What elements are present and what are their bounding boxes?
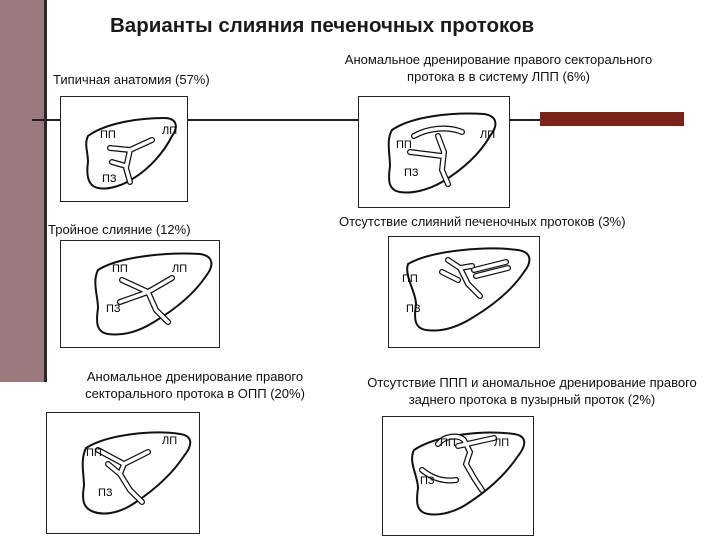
liver-diagram-typical: ПП ЛП ПЗ [60,96,188,202]
sidebar-decoration [0,0,44,382]
liver-diagram-no-confluence: ПП ПЗ [388,236,540,348]
label-lp: ЛП [162,125,177,137]
label-pp: ПП [112,263,128,275]
caption-anomalous-drainage-lhd: Аномальное дренирование правого секторал… [326,51,671,85]
label-pz: ПЗ [98,487,113,499]
label-pp: ПП [86,447,102,459]
slide-title: Варианты слияния печеночных протоков [110,14,534,38]
label-lp: ЛП [480,129,495,141]
label-lp: ЛП [172,263,187,275]
label-pp: ПП [440,437,456,449]
caption-typical-anatomy: Типичная анатомия (57%) [53,71,210,88]
label-lp: ЛП [162,435,177,447]
label-pz: ПЗ [420,475,435,487]
caption-no-confluence: Отсутствие слияний печеночных протоков (… [339,213,626,230]
label-pp: ПП [100,129,116,141]
liver-diagram-lhd-drainage: ПП ЛП ПЗ [358,96,510,208]
accent-bar [540,112,684,126]
liver-diagram-chd-drainage: ПП ЛП ПЗ [46,412,200,534]
label-pz: ПЗ [106,303,121,315]
caption-cystic-drainage: Отсутствие ППП и аномальное дренирование… [345,374,719,408]
caption-triple-confluence: Тройное слияние (12%) [48,221,191,238]
label-lp: ЛП [494,437,509,449]
label-pp: ПП [396,139,412,151]
liver-diagram-cystic-drainage: ПП ЛП ПЗ [382,416,534,536]
label-pz: ПЗ [406,303,421,315]
liver-diagram-triple-confluence: ПП ЛП ПЗ [60,240,220,348]
label-pz: ПЗ [404,167,419,179]
label-pz: ПЗ [102,173,117,185]
sidebar-divider [44,0,47,382]
label-pp: ПП [402,273,418,285]
caption-anomalous-drainage-chd: Аномальное дренирование правого секторал… [55,368,335,402]
